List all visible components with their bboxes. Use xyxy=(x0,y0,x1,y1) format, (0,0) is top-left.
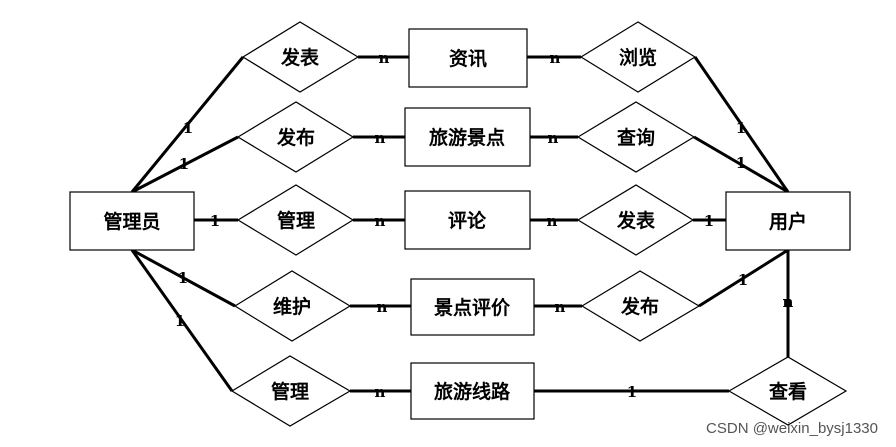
relationship-admin-reviews: 维护 xyxy=(233,270,352,342)
relationship-user-routes: 查看 xyxy=(727,356,848,426)
watermark: CSDN @weixin_bysj1330 xyxy=(706,420,878,437)
relationship-user-comments: 发表 xyxy=(576,184,695,256)
cardinality-user-spots: 1 xyxy=(736,154,746,172)
entity-comments-label: 评论 xyxy=(448,209,487,232)
entity-user: 用户 xyxy=(725,191,851,251)
entity-admin: 管理员 xyxy=(69,191,195,251)
line-admin-spots-rel xyxy=(131,135,239,194)
cardinality-spots-query: n xyxy=(548,129,559,147)
line-newsview-user xyxy=(693,56,790,193)
cardinality-admin-comments: 1 xyxy=(210,212,220,230)
entity-user-label: 用户 xyxy=(769,210,807,233)
cardinality-admin-routes: 1 xyxy=(175,312,185,330)
line-userreview-user xyxy=(698,248,789,308)
relationship-user-comments-label: 发表 xyxy=(616,209,656,232)
cardinality-comments-user: n xyxy=(547,212,558,230)
cardinality-user-comments: 1 xyxy=(704,212,714,230)
entity-spots-label: 旅游景点 xyxy=(429,126,505,149)
line-spotquery-user xyxy=(693,135,789,194)
relationship-admin-news: 发表 xyxy=(241,21,360,93)
cardinality-admin-reviews: 1 xyxy=(178,269,188,287)
cardinality-routes-view: 1 xyxy=(627,383,637,401)
cardinality-user-routes: n xyxy=(783,293,794,311)
entity-spots: 旅游景点 xyxy=(404,107,531,167)
cardinality-admin-news: 1 xyxy=(183,119,193,137)
entity-routes: 旅游线路 xyxy=(410,362,535,420)
relationship-admin-reviews-label: 维护 xyxy=(273,295,311,318)
cardinality-comments-rel: n xyxy=(375,212,386,230)
entity-news: 资讯 xyxy=(408,28,528,88)
entity-admin-label: 管理员 xyxy=(103,210,160,233)
cardinality-reviews-rel: n xyxy=(377,298,388,316)
cardinality-user-news: 1 xyxy=(736,119,746,137)
cardinality-news-view: n xyxy=(550,49,561,67)
relationship-admin-routes-label: 管理 xyxy=(271,380,309,403)
relationship-admin-comments-label: 管理 xyxy=(277,209,315,232)
relationship-user-routes-label: 查看 xyxy=(768,380,807,403)
line-admin-reviews-rel xyxy=(131,248,236,308)
cardinality-reviews-user: n xyxy=(555,298,566,316)
relationship-user-news: 浏览 xyxy=(579,21,697,93)
relationship-admin-spots-label: 发布 xyxy=(276,126,315,149)
relationship-admin-comments: 管理 xyxy=(236,184,355,256)
relationship-user-spots: 查询 xyxy=(576,101,696,173)
cardinality-admin-spots: 1 xyxy=(179,155,189,173)
cardinality-routes-rel: n xyxy=(375,383,386,401)
entity-spot-reviews: 景点评价 xyxy=(410,278,535,336)
entity-spot-reviews-label: 景点评价 xyxy=(434,297,511,319)
relationship-user-reviews-label: 发布 xyxy=(620,295,659,318)
relationship-admin-spots: 发布 xyxy=(236,101,355,173)
entity-news-label: 资讯 xyxy=(449,47,487,70)
cardinality-labels: 1 n n 1 1 n n 1 1 n n 1 1 n n 1 1 n 1 n xyxy=(175,49,794,401)
relationship-user-spots-label: 查询 xyxy=(616,126,655,149)
connection-lines xyxy=(130,55,790,393)
relationship-admin-news-label: 发表 xyxy=(280,46,320,69)
relationship-admin-routes: 管理 xyxy=(230,355,352,427)
entity-routes-label: 旅游线路 xyxy=(434,380,511,403)
cardinality-spots-rel: n xyxy=(375,129,386,147)
relationship-user-news-label: 浏览 xyxy=(619,46,657,69)
cardinality-news-rel: n xyxy=(379,49,390,67)
line-admin-routes-rel xyxy=(130,249,234,392)
relationship-user-reviews: 发布 xyxy=(580,270,701,342)
entity-comments: 评论 xyxy=(404,190,531,250)
cardinality-user-reviews: 1 xyxy=(738,271,748,289)
line-admin-news-rel xyxy=(130,56,245,193)
